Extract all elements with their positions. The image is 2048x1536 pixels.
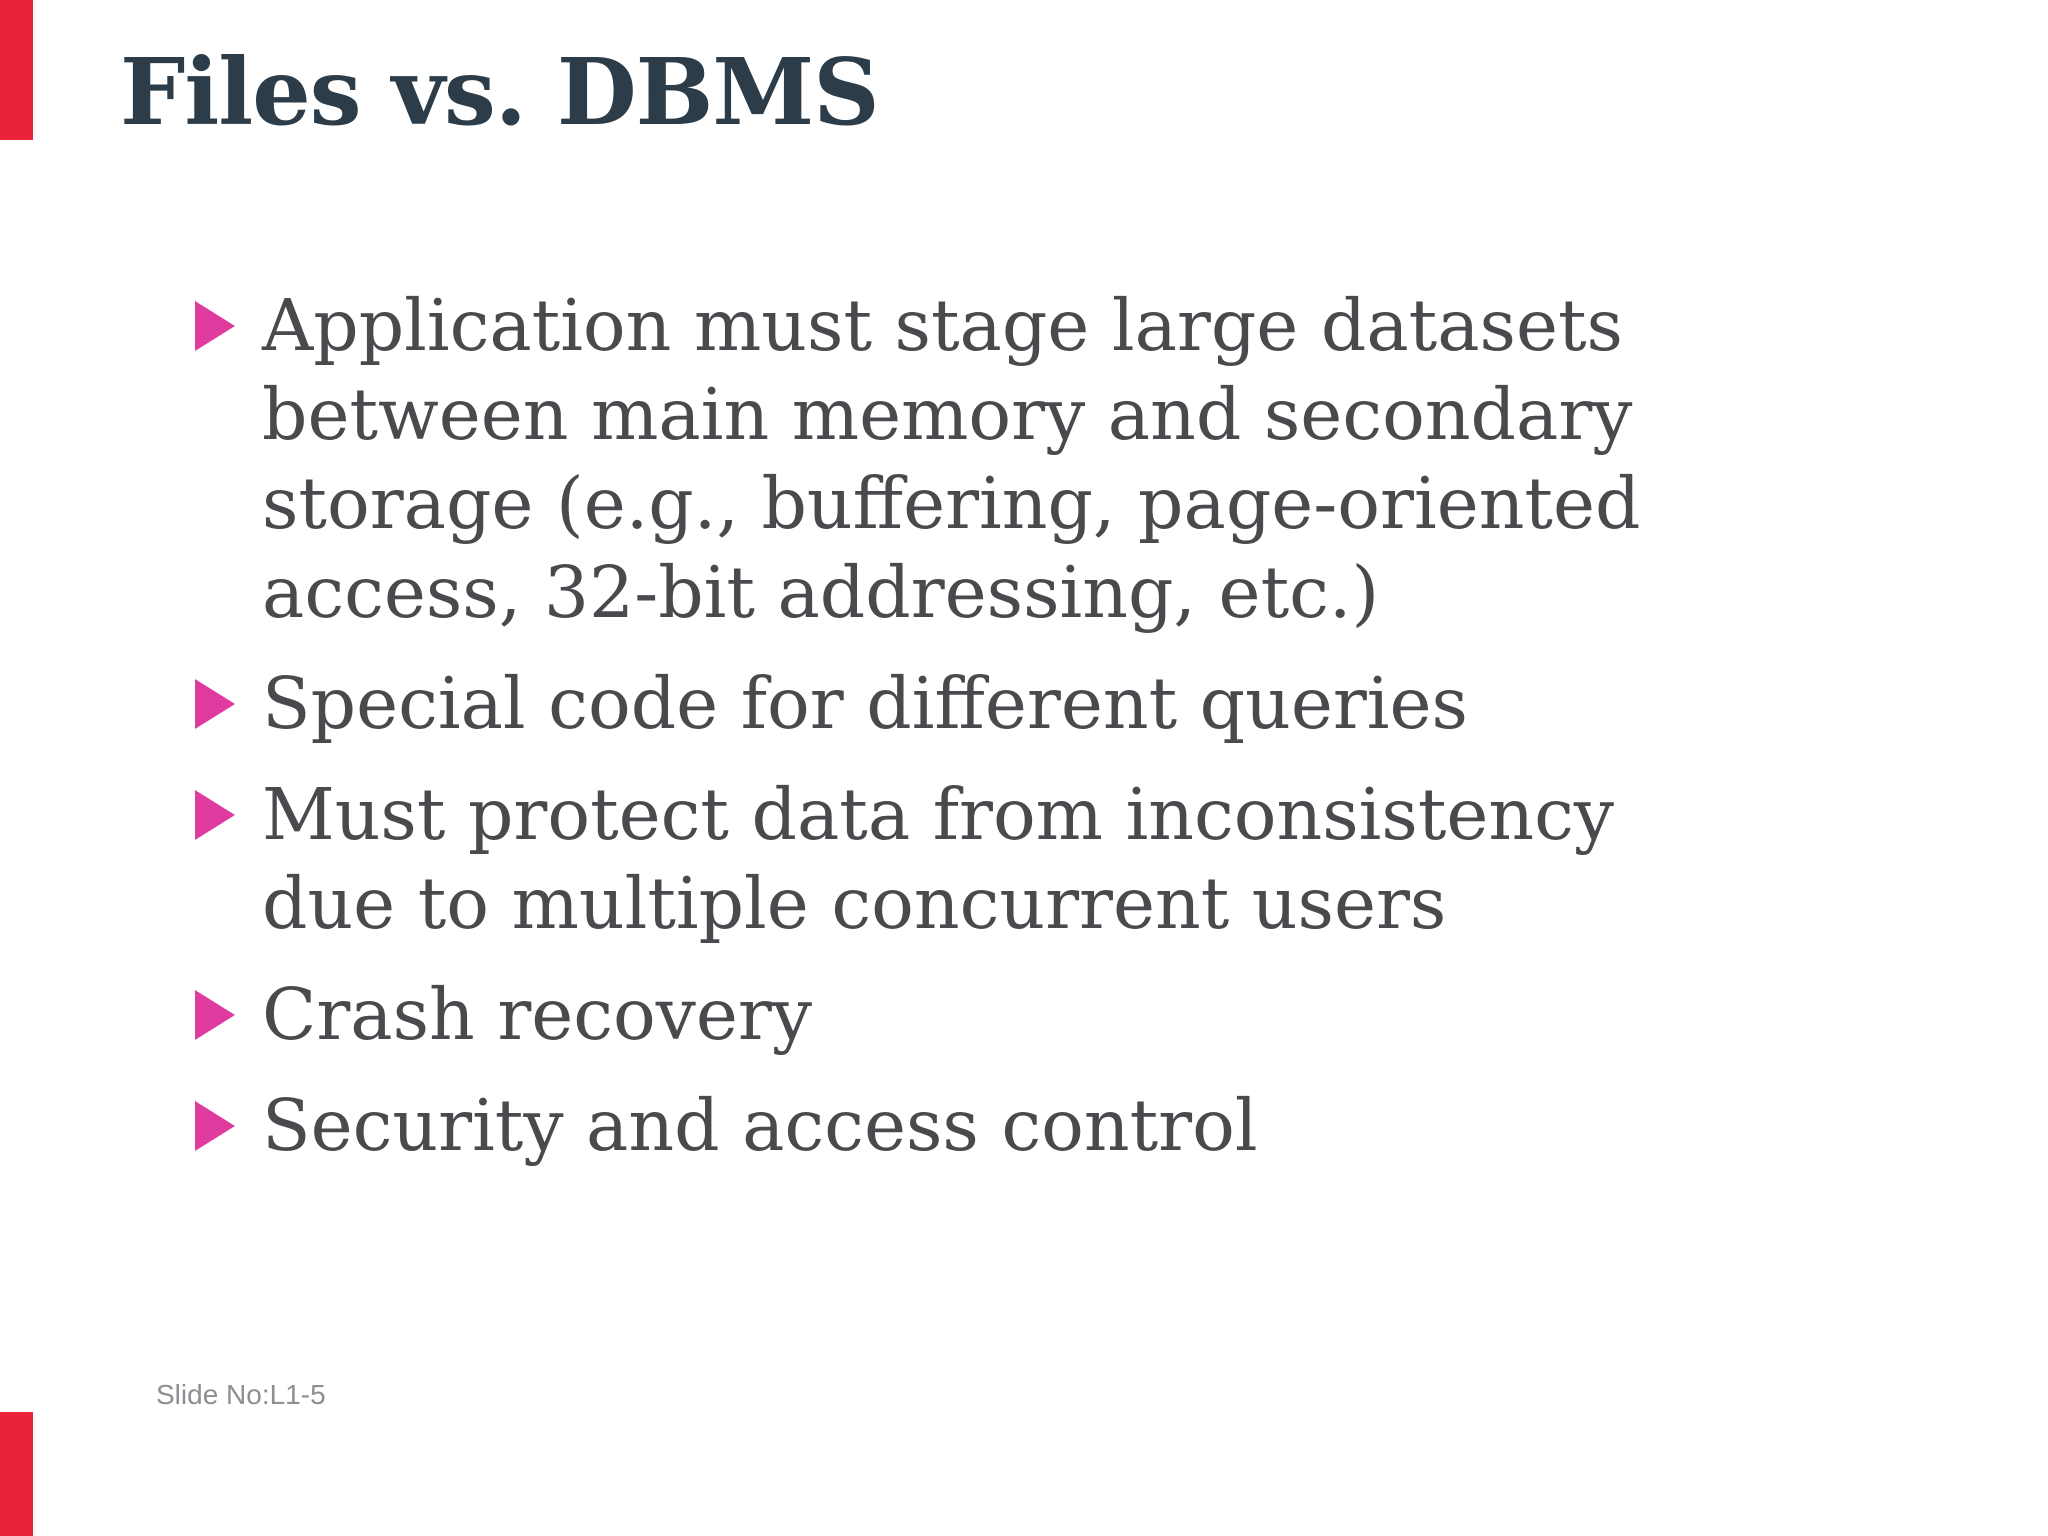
triangle-right-icon bbox=[195, 990, 235, 1040]
bullet-item: Security and access control bbox=[195, 1081, 1822, 1170]
triangle-right-icon bbox=[195, 679, 235, 729]
bullet-line: storage (e.g., buffering, page-oriented bbox=[262, 462, 1641, 545]
slide-title: Files vs. DBMS bbox=[120, 38, 880, 146]
bullet-line: Crash recovery bbox=[262, 973, 812, 1056]
left-accent-bar-top bbox=[0, 0, 33, 140]
bullet-line: Special code for different queries bbox=[262, 662, 1468, 745]
bullet-line: due to multiple concurrent users bbox=[262, 862, 1447, 945]
bullet-item: Crash recovery bbox=[195, 970, 1822, 1059]
bullet-line: Must protect data from inconsistency bbox=[262, 773, 1614, 856]
slide-number: Slide No:L1-5 bbox=[156, 1379, 326, 1410]
bullet-line: between main memory and secondary bbox=[262, 373, 1633, 456]
bullet-line: Security and access control bbox=[262, 1084, 1258, 1167]
triangle-right-icon bbox=[195, 301, 235, 351]
left-accent-bar-bottom bbox=[0, 1412, 33, 1536]
triangle-right-icon bbox=[195, 1101, 235, 1151]
triangle-right-icon bbox=[195, 790, 235, 840]
bullet-line: access, 32-bit addressing, etc.) bbox=[262, 551, 1380, 634]
bullet-item: Special code for different queries bbox=[195, 659, 1822, 748]
bullet-line: Application must stage large datasets bbox=[262, 284, 1623, 367]
